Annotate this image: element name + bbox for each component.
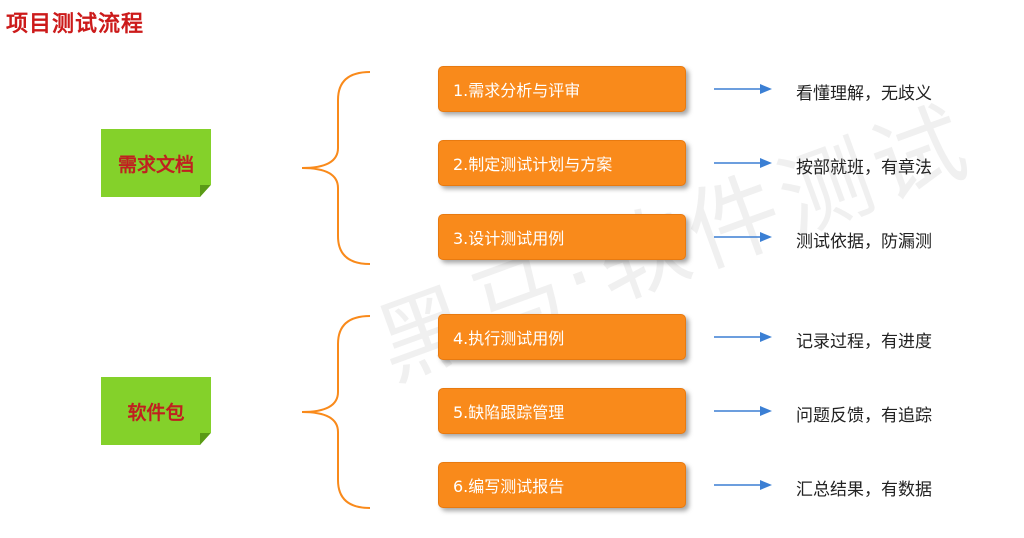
step-label: 4.执行测试用例 xyxy=(453,329,565,348)
step-label: 5.缺陷跟踪管理 xyxy=(453,403,565,422)
step-result: 测试依据，防漏测 xyxy=(796,232,932,252)
step-box: 5.缺陷跟踪管理 xyxy=(438,388,686,434)
right-arrow-icon xyxy=(714,332,772,342)
note-fold-corner xyxy=(200,185,211,197)
left-brace xyxy=(301,71,371,265)
step-label: 2.制定测试计划与方案 xyxy=(453,155,613,174)
right-arrow-icon xyxy=(714,232,772,242)
page-title: 项目测试流程 xyxy=(6,12,145,37)
step-box: 3.设计测试用例 xyxy=(438,214,686,260)
step-box: 4.执行测试用例 xyxy=(438,314,686,360)
group-box-requirements: 需求文档 xyxy=(101,129,211,197)
right-arrow-icon xyxy=(714,158,772,168)
right-arrow-icon xyxy=(714,480,772,490)
step-label: 3.设计测试用例 xyxy=(453,229,565,248)
group-label: 软件包 xyxy=(127,401,185,424)
group-label: 需求文档 xyxy=(117,153,194,176)
step-box: 1.需求分析与评审 xyxy=(438,66,686,112)
step-result: 问题反馈，有追踪 xyxy=(796,406,932,426)
step-box: 6.编写测试报告 xyxy=(438,462,686,508)
right-arrow-icon xyxy=(714,406,772,416)
step-result: 按部就班，有章法 xyxy=(796,158,932,178)
group-box-software-package: 软件包 xyxy=(101,377,211,445)
step-label: 1.需求分析与评审 xyxy=(453,81,581,100)
step-label: 6.编写测试报告 xyxy=(453,477,565,496)
left-brace xyxy=(301,315,371,509)
step-result: 看懂理解，无歧义 xyxy=(796,84,932,104)
step-box: 2.制定测试计划与方案 xyxy=(438,140,686,186)
step-result: 汇总结果，有数据 xyxy=(796,480,932,500)
right-arrow-icon xyxy=(714,84,772,94)
note-fold-corner xyxy=(200,433,211,445)
step-result: 记录过程，有进度 xyxy=(796,332,932,352)
